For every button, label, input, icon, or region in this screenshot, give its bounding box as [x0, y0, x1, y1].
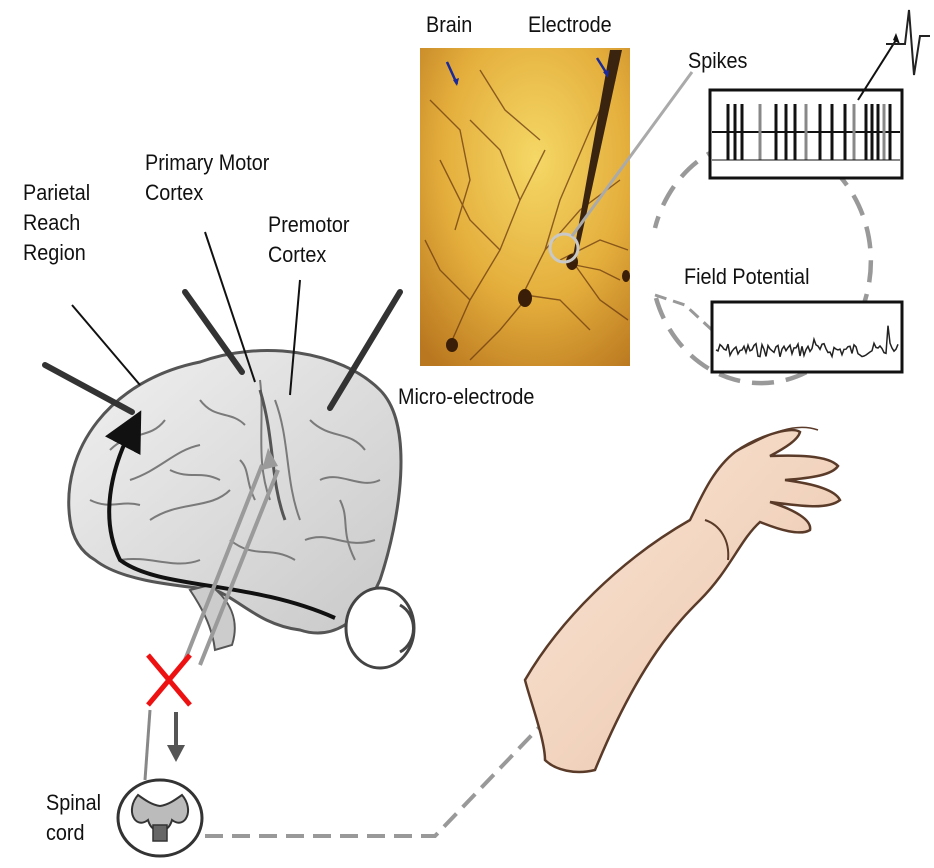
label-spikes: Spikes — [688, 46, 747, 76]
label-micro-electrode: Micro-electrode — [398, 382, 534, 412]
label-primary-motor-cortex: Primary Motor Cortex — [145, 148, 269, 208]
spinal-arrowhead-icon — [167, 745, 185, 762]
parietal-probe — [45, 365, 132, 412]
parietal-leader-line — [72, 305, 140, 385]
spike-waveform-icon — [886, 10, 930, 75]
spikes-trace-box — [710, 90, 902, 178]
field-potential-trace-box — [712, 302, 902, 372]
label-electrode: Electrode — [528, 10, 612, 40]
label-spinal-cord: Spinal cord — [46, 788, 101, 848]
eye-icon — [346, 588, 414, 668]
label-parietal-reach-region: Parietal Reach Region — [23, 178, 90, 268]
blocked-x-icon — [148, 655, 190, 705]
spinal-cord-icon — [118, 780, 202, 856]
brain-micrograph — [420, 48, 630, 366]
label-premotor-cortex: Premotor Cortex — [268, 210, 349, 270]
label-brain: Brain — [426, 10, 472, 40]
bypass-dashed-line — [205, 690, 575, 836]
field-connector-line — [655, 295, 712, 330]
spinal-line-left — [145, 710, 150, 780]
arm-hand-illustration — [525, 427, 840, 772]
label-field-potential: Field Potential — [684, 262, 809, 292]
